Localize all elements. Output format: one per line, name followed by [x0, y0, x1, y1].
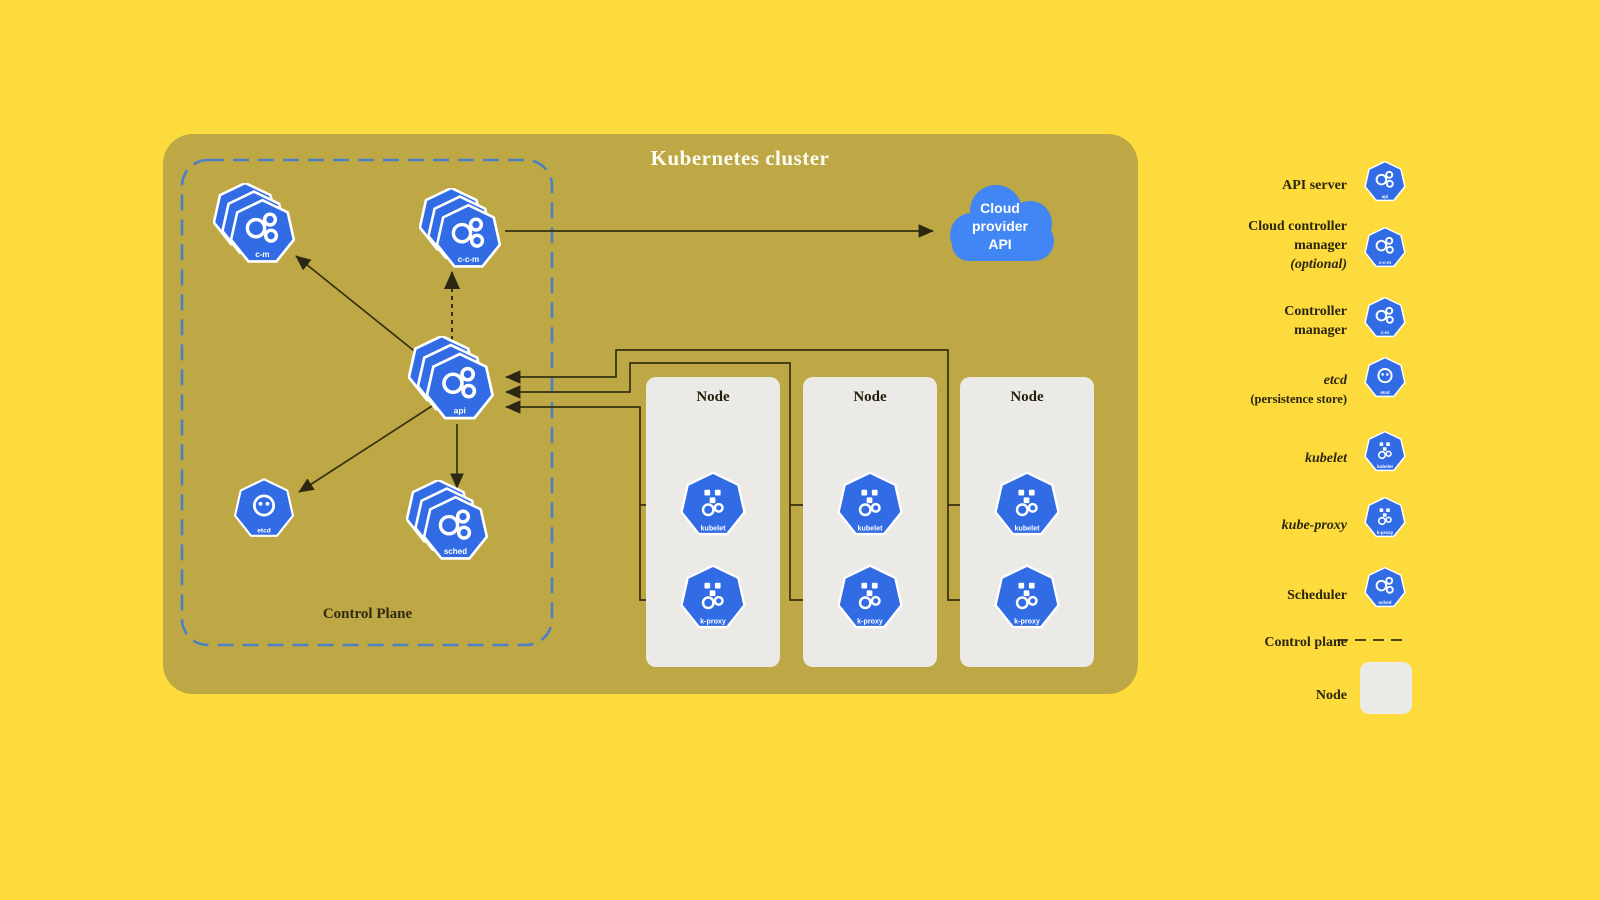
kube-proxy-icon: k-proxy — [989, 560, 1065, 636]
svg-text:k-proxy: k-proxy — [857, 618, 883, 626]
svg-text:api: api — [454, 406, 466, 416]
legend-ccm-icon: c-c-m — [1361, 224, 1409, 272]
etcd-icon: etcd — [229, 474, 299, 544]
legend-scheduler-icon: sched — [1361, 564, 1409, 612]
svg-text:k-proxy: k-proxy — [700, 618, 726, 626]
legend-kubelet-label: kubelet — [1305, 451, 1347, 466]
cluster-title: Kubernetes cluster — [650, 146, 830, 170]
svg-text:c-m: c-m — [1381, 330, 1389, 335]
kubelet-icon: kubelet — [675, 467, 751, 543]
legend-scheduler-label: Scheduler — [1287, 588, 1347, 603]
svg-text:c-c-m: c-c-m — [458, 255, 479, 264]
legend-kubelet-icon: kubelet — [1361, 428, 1409, 476]
kubelet-icon: kubelet — [989, 467, 1065, 543]
cloud-controller-manager-icon: c-c-m — [418, 186, 505, 274]
legend-controller-manager-label: Controller manager — [1284, 304, 1347, 338]
cloud-line-1: Cloud — [980, 200, 1020, 216]
svg-text:kubelet: kubelet — [1377, 464, 1393, 469]
node-title: Node — [853, 389, 887, 405]
node-title: Node — [1010, 389, 1044, 405]
legend-control-plane-label: Control plane — [1264, 635, 1347, 650]
svg-text:sched: sched — [444, 547, 467, 556]
svg-text:etcd: etcd — [257, 528, 270, 535]
api-server-icon: api — [407, 334, 498, 426]
control-plane-label: Control Plane — [322, 606, 413, 622]
svg-text:k-proxy: k-proxy — [1377, 530, 1394, 535]
kube-proxy-icon: k-proxy — [675, 560, 751, 636]
legend-kube-proxy-label: kube-proxy — [1281, 518, 1347, 533]
svg-text:kubelet: kubelet — [858, 525, 884, 533]
svg-text:k-proxy: k-proxy — [1014, 618, 1040, 626]
cloud-provider-api: Cloud provider API — [950, 185, 1054, 261]
node-title: Node — [696, 389, 730, 405]
legend-controller-manager-icon: c-m — [1361, 294, 1409, 342]
kube-proxy-icon: k-proxy — [832, 560, 908, 636]
legend-etcd-icon: etcd — [1361, 354, 1409, 402]
legend-api-server-label: API server — [1282, 178, 1347, 193]
legend-node-swatch — [1360, 662, 1412, 714]
legend-node-label: Node — [1315, 688, 1347, 703]
svg-text:kubelet: kubelet — [701, 525, 727, 533]
legend-ccm-label: Cloud controller manager (optional) — [1248, 219, 1347, 272]
controller-manager-icon: c-m — [212, 181, 299, 269]
svg-text:c-c-m: c-c-m — [1379, 260, 1391, 265]
cloud-line-3: API — [988, 236, 1011, 252]
legend-kube-proxy-icon: k-proxy — [1361, 494, 1409, 542]
scheduler-icon: sched — [405, 478, 492, 566]
legend-api-server-icon: api — [1361, 158, 1409, 206]
cloud-line-2: provider — [972, 218, 1029, 234]
legend-etcd-label: etcd (persistence store) — [1250, 373, 1347, 406]
svg-text:etcd: etcd — [1380, 390, 1390, 395]
svg-text:kubelet: kubelet — [1015, 525, 1041, 533]
svg-text:sched: sched — [1378, 600, 1391, 605]
svg-text:api: api — [1382, 194, 1389, 199]
svg-text:c-m: c-m — [255, 250, 269, 259]
kubelet-icon: kubelet — [832, 467, 908, 543]
